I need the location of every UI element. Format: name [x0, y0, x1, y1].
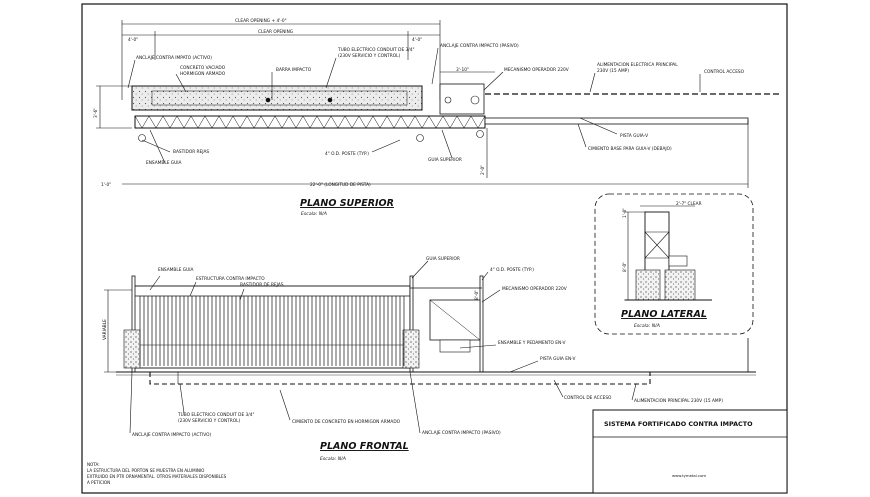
dim-clear-opening: CLEAR OPENING — [258, 29, 293, 35]
side-view-frame — [594, 193, 754, 335]
notes-block: NOTA: LA ESTRUCTURA DEL PORTON SE MUESTR… — [87, 462, 227, 485]
label-upper-guide-top: GUIA SUPERIOR — [428, 157, 462, 163]
label-v-track: PISTA GUIA EN-V — [540, 356, 575, 362]
title-block: SISTEMA FORTIFICADO CONTRA IMPACTO www.t… — [592, 409, 788, 494]
sheet-border — [81, 3, 788, 494]
top-view — [96, 20, 782, 188]
label-anchor-active-top: ANCLAJE CONTRA IMPATO (ACTIVO) — [136, 55, 212, 61]
note-line-2: LA ESTRUCTURA DEL PORTON SE MUESTRA EN A… — [87, 468, 204, 473]
title-plano-superior: PLANO SUPERIOR — [300, 198, 394, 209]
label-power-front: ALIMENTACION PRINCIPAL 230V (15 AMP) — [634, 398, 723, 404]
label-concrete: CONCRETO VACIADO — [180, 65, 226, 71]
label-anchor-passive-front: ANCLAJE CONTRA IMPACTO (PASIVO) — [422, 430, 501, 436]
side-view — [594, 193, 754, 335]
label-anchor-passive-top: ANCLAJE CONTRA IMPACTO (PASIVO) — [440, 43, 519, 49]
label-upper-guide-front: GUIA SUPERIOR — [426, 256, 460, 262]
label-power-2: 230V (15 AMP) — [597, 68, 629, 74]
label-impact-bar: BARRA IMPACTO — [276, 67, 312, 73]
label-v-guide-set: ENSAMBLE Y PEDAMENTO EN-V — [498, 340, 566, 346]
dim-gate-length: 22'-0" (LONGITUD DE PISTA) — [310, 182, 371, 188]
label-reinforced: HORMIGON ARMADO — [180, 71, 226, 77]
dim-left-offset: 4'-0" — [128, 37, 138, 43]
scale-plano-superior: Escala: N/A — [301, 211, 327, 217]
label-track-base: CIMIENTO BASE PARA GUIA-V (DEBAJO) — [588, 146, 672, 152]
label-frame-top: BASTIDOR REJAS — [173, 149, 209, 155]
scale-plano-frontal: Escala: N/A — [320, 456, 346, 462]
label-frame-front: BASTIDOR DE REJAS — [240, 282, 284, 288]
label-operator-front: MECANISMO OPERADOR 220V — [502, 286, 567, 292]
label-impact-structure: ESTRUCTURA CONTRA IMPACTO — [196, 276, 265, 282]
title-block-title: SISTEMA FORTIFICADO CONTRA IMPACTO — [604, 420, 753, 428]
dim-right-offset: 4'-0" — [412, 37, 422, 43]
dim-small: 2'-0" — [480, 165, 486, 175]
label-conduit-2-top: (230V SERVICIO Y CONTROL) — [338, 53, 401, 59]
label-operator-top: MECANISMO OPERADOR 220V — [504, 67, 569, 73]
top-view-text: CLEAR OPENING + 4'-0" CLEAR OPENING 4'-0… — [93, 18, 745, 217]
label-power-1: ALIMENTACION ELECTRICA PRINCIPAL — [597, 62, 678, 68]
dim-operator-gap: 3'-10" — [456, 67, 469, 73]
dim-left-extra: 1'-0" — [101, 182, 111, 188]
label-access-front: CONTROL DE ACCESO — [564, 395, 612, 401]
label-guide-set-top: ENSAMBLE GUIA — [146, 160, 182, 166]
label-guide-set-front: ENSAMBLE GUIA — [158, 267, 194, 273]
dim-side-clear: 2'-7" CLEAR — [676, 201, 702, 207]
note-line-4: A PETICION — [87, 480, 110, 485]
label-post-top: 4" O.D. POSTE (TYP.) — [325, 151, 369, 157]
title-plano-lateral: PLANO LATERAL — [621, 309, 707, 320]
side-view-text: 2'-7" CLEAR 1'-0" 8'-0" PLANO LATERAL Es… — [621, 201, 707, 329]
dim-side-top: 1'-0" — [622, 208, 628, 218]
dim-clear-opening-total: CLEAR OPENING + 4'-0" — [235, 18, 287, 24]
scale-plano-lateral: Escala: N/A — [634, 323, 660, 329]
dim-depth: 3'-6" — [93, 108, 99, 118]
front-view-bars — [139, 296, 405, 366]
dim-side-height: 8'-0" — [622, 262, 628, 272]
label-conduit-1-front: TUBO ELECTRICO CONDUIT DE 3/4" — [177, 412, 254, 418]
dim-right-height-front: 8'-0" — [474, 290, 480, 300]
title-block-website: www.tymetal.com — [672, 473, 706, 478]
dim-height-front: VARIABLE — [102, 319, 108, 340]
front-view-text: VARIABLE 8'-0" ENSAMBLE GUIA ESTRUCTURA … — [102, 256, 723, 462]
label-track-top: PISTA GUIA-V — [620, 133, 648, 139]
title-plano-frontal: PLANO FRONTAL — [320, 441, 409, 452]
label-access-top: CONTROL ACCESO — [704, 69, 745, 75]
label-post-front: 4" O.D. POSTE (TYP.) — [490, 267, 534, 273]
label-conduit-2-front: (230V SERVICIO Y CONTROL) — [178, 418, 241, 424]
label-foundation: CIMIENTO DE CONCRETO EN HORMIGON ARMADO — [292, 419, 401, 425]
note-line-1: NOTA: — [87, 462, 100, 467]
label-anchor-active-front: ANCLAJE CONTRA IMPACTO (ACTIVO) — [132, 432, 211, 438]
label-conduit-1-top: TUBO ELECTRICO CONDUIT DE 3/4" — [337, 47, 414, 53]
note-line-3: EXTRUIDO EN PTR ORNAMENTAL. OTROS MATERI… — [87, 474, 227, 479]
